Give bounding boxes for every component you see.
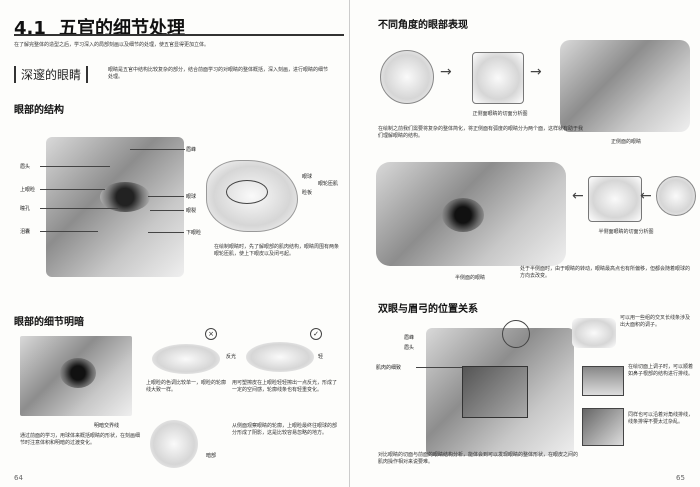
right-page: 不同角度的眼部表现 → → 正侧面眼睛的切面分析图 在绘制之前我们需要将复杂的整… bbox=[350, 0, 700, 487]
correct-icon: ✓ bbox=[310, 328, 322, 340]
half-sphere-diagram bbox=[656, 176, 696, 216]
angles-caption-3: 半侧面眼睛的切面分析图 bbox=[598, 229, 654, 235]
arrow-icon: → bbox=[440, 64, 452, 80]
deep-eye-title: 深邃的眼睛 bbox=[14, 66, 89, 83]
brow-title: 双眼与眉弓的位置关系 bbox=[378, 304, 478, 315]
label-brow-peak-right: 眉峰 bbox=[404, 335, 415, 341]
profile-eye-sketch bbox=[560, 40, 690, 132]
detail-title: 眼部的细节明暗 bbox=[14, 317, 84, 328]
arrow-icon: → bbox=[530, 64, 542, 80]
label-light: 轻 bbox=[318, 354, 324, 360]
leader-line bbox=[40, 231, 98, 232]
label-brow-head-right: 眉头 bbox=[404, 345, 415, 351]
label-brow-head: 眉头 bbox=[20, 164, 31, 170]
label-terminator: 明暗交界线 bbox=[94, 423, 120, 429]
angles-caption-1: 正侧面眼睛的切面分析图 bbox=[472, 111, 528, 117]
page-number-right: 65 bbox=[676, 474, 685, 482]
eye-socket-plane bbox=[462, 366, 528, 418]
detail-text-2: 上眼睑的色调比较单一，眼睑的轮廓线大致一样。 bbox=[146, 380, 227, 393]
leader-line bbox=[148, 232, 184, 233]
detail-text-4: 从侧面观察眼睛的轮廓，上眼睑最终往眼球的部分形成了阴影，这是比较容易忽略的地方。 bbox=[232, 423, 338, 436]
brow-highlight-circle bbox=[502, 320, 530, 348]
label-tarsal: 睑板 bbox=[302, 190, 313, 196]
brow-text: 对比眼睛的切面与前面的眼睛结构分析，能体会到可以发现眼睛的整体形状，在眼皮之间的… bbox=[378, 452, 579, 465]
leader-line bbox=[148, 196, 184, 197]
label-side-eyeball: 眼球 bbox=[302, 174, 313, 180]
brow-note-1: 可以用一些组的交叉长线条涉及出大面积的调子。 bbox=[620, 315, 691, 328]
label-muscle: 肌肉的细致 bbox=[376, 365, 402, 371]
brow-note-3: 同样也可以沿着对角线排线，线条排得不要太过杂乱。 bbox=[628, 412, 694, 425]
section-number: 4.1 bbox=[14, 18, 46, 39]
eyeball-outline bbox=[226, 180, 268, 204]
leader-line bbox=[40, 189, 105, 190]
intro-text: 在了解完整体的造型之后，学习深入的局部刻画以及细节的处理，使五官显得更加立体。 bbox=[14, 42, 210, 48]
leader-line bbox=[416, 367, 462, 368]
arrow-icon: ← bbox=[640, 188, 652, 204]
section-title: 五官的细节处理 bbox=[58, 18, 185, 39]
angles-text-2: 处于半侧面时，由于眼睛的转动，眼睛最高点也有所偏移，但都会随着眼球的方向去改变。 bbox=[520, 266, 691, 279]
side-text: 在绘制眼睛时，先了解眼部的肌肉结构，眼睛周围有两条眼轮匝肌，使上下眼皮以及闭弓起… bbox=[214, 244, 340, 257]
arrow-icon: ← bbox=[572, 188, 584, 204]
detail-text-1: 通过前面的学习，用球体来概括眼睛的形状，在刻画细节时注意体积和明暗的过渡变化。 bbox=[20, 433, 141, 446]
label-upper-lid: 上眼睑 bbox=[20, 187, 36, 193]
angles-text-1: 在绘制之前我们需要将复杂的整体简化，将正侧面有弧度的眼睛分为两个面，这样就有助于… bbox=[378, 126, 584, 139]
label-dark-part: 暗部 bbox=[206, 453, 217, 459]
angles-caption-2: 正侧面的眼睛 bbox=[610, 139, 641, 145]
crosshatch-sample bbox=[572, 318, 616, 348]
leader-line bbox=[40, 208, 118, 209]
label-pupil: 瞳孔 bbox=[20, 206, 31, 212]
label-lower-lid: 下眼睑 bbox=[186, 230, 202, 236]
page-number-left: 64 bbox=[14, 474, 23, 482]
label-orbicularis: 眼轮匝肌 bbox=[318, 181, 339, 187]
leader-line bbox=[150, 210, 184, 211]
label-reflection: 反光 bbox=[226, 354, 237, 360]
eyeball-sphere-diagram bbox=[380, 50, 434, 104]
heading-rule bbox=[14, 34, 344, 36]
deep-eye-text: 眼睛是五官中结构比较复杂的部分，结合前面学习的对眼睛的整体概括，深入刻画，进行眼… bbox=[108, 67, 329, 80]
plane-analysis-diagram bbox=[472, 52, 524, 104]
detail-text-3: 用可塑擦皮在上眼睑轻轻擦出一点反光，形成了一定的空间感，轮廓线条也有轻重变化。 bbox=[232, 380, 338, 393]
eye-sketch-wrong bbox=[152, 344, 220, 374]
eye-sketch-correct bbox=[246, 342, 314, 372]
brow-note-2: 在绘切面上调子时，可以顺着如鼻子根部的结构进行排线。 bbox=[628, 364, 694, 377]
label-eyeball: 眼球 bbox=[186, 194, 197, 200]
leader-line bbox=[130, 149, 185, 150]
half-profile-iris bbox=[442, 198, 484, 232]
side-eye-sketch bbox=[150, 420, 198, 468]
structure-title: 眼部的结构 bbox=[14, 105, 64, 116]
left-page: 4.1 五官的细节处理 在了解完整体的造型之后，学习深入的局部刻画以及细节的处理… bbox=[14, 0, 350, 487]
section-heading: 4.1 五官的细节处理 bbox=[14, 14, 185, 40]
plane-hatch-sample bbox=[582, 366, 624, 396]
angles-caption-4: 半侧面的眼睛 bbox=[454, 275, 485, 281]
eye-pupil-drawing bbox=[100, 182, 150, 212]
leader-line bbox=[40, 166, 110, 167]
wrong-icon: × bbox=[205, 328, 217, 340]
label-tear-sac: 泪囊 bbox=[20, 229, 31, 235]
angles-title: 不同角度的眼部表现 bbox=[378, 20, 468, 31]
half-plane-diagram bbox=[588, 176, 642, 222]
label-eye-slit: 眼裂 bbox=[186, 208, 197, 214]
diagonal-hatch-sample bbox=[582, 408, 624, 446]
detail-iris bbox=[60, 358, 96, 388]
label-brow-peak: 眉峰 bbox=[186, 147, 197, 153]
